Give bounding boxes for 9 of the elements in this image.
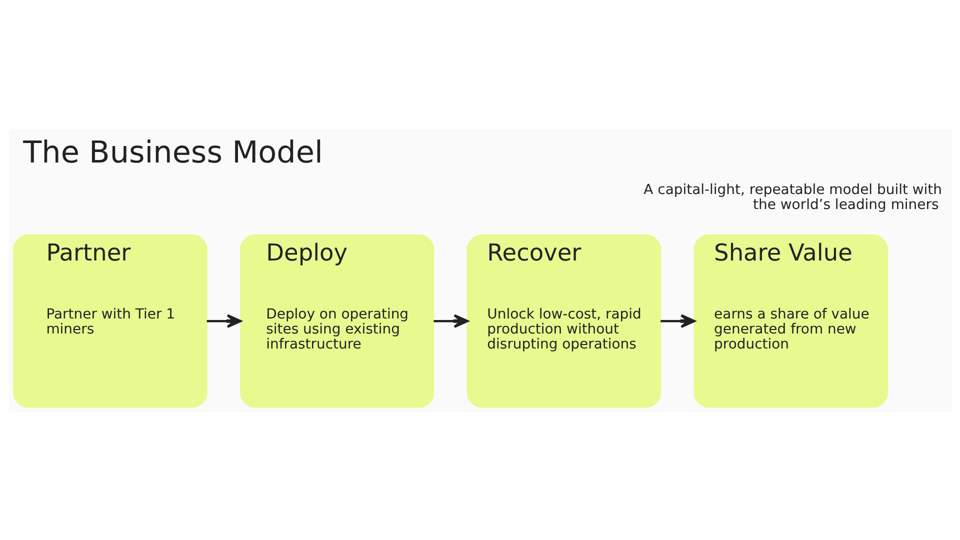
arrow: [206, 314, 242, 328]
node-box: Recover Unlock low-cost, rapid production without disrupting operations: [466, 234, 661, 408]
node-box: Deploy Deploy on operating sites using existing infrastructure: [239, 234, 434, 408]
diagram-title: The Business Model: [22, 135, 322, 170]
arrow: [660, 314, 695, 328]
node-box: Partner Partner with Tier 1 miners: [12, 234, 207, 408]
label: A capital-light, repeatable model built with the world’s leading miners: [643, 181, 942, 212]
arrow: [433, 314, 468, 328]
node-box: Share Value earns a share of value generated from new production: [693, 234, 888, 408]
